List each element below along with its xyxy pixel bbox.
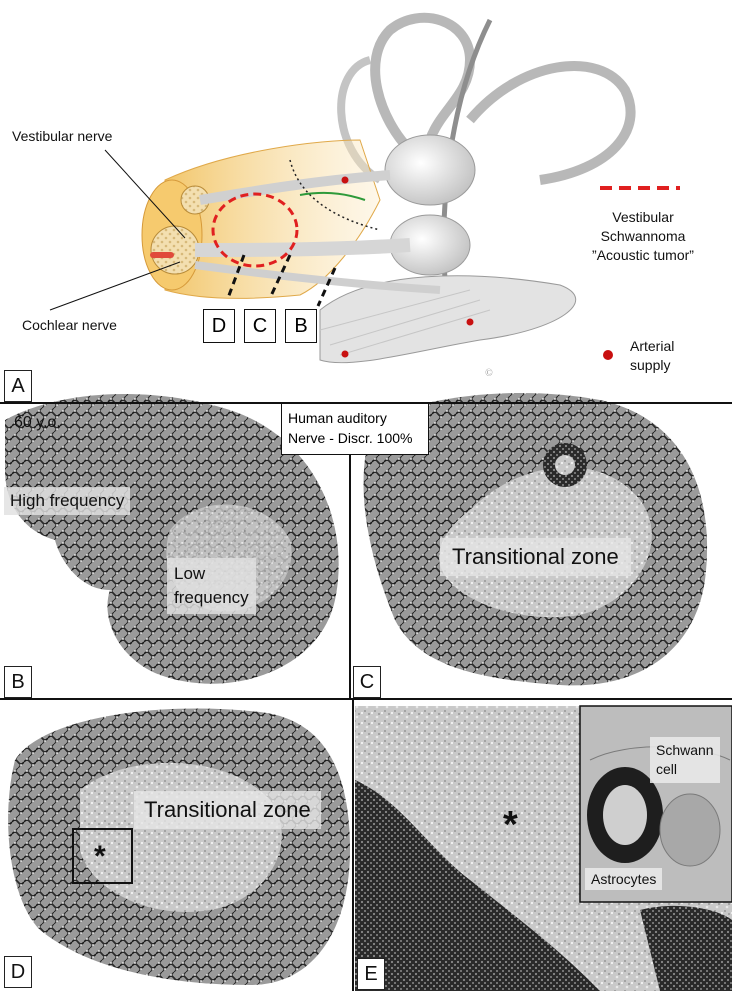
vestibular-nerve-label: Vestibular nerve [12,128,113,144]
tumor-legend-line3: ”Acoustic tumor” [592,247,694,263]
section-box-b: B [285,309,317,343]
zoom-box [72,828,133,884]
age-label: 60 y.o. [14,414,61,431]
panel-c-transitional-zone: Transitional zone [440,538,631,576]
tumor-outline [211,192,299,268]
artist-signature: © [485,368,493,379]
astrocytes-label: Astrocytes [585,868,663,890]
low-frequency-label: Low frequency [167,558,256,614]
section-box-c: C [244,309,276,343]
panel-d-letter: D [4,956,32,988]
tumor-legend-line2: Schwannoma [600,228,686,244]
tumor-legend-line1: Vestibular [612,209,674,225]
divider-bc [349,402,351,700]
arterial-legend-text: Arterial supply [630,337,674,375]
panel-e-asterisk: * [503,804,518,846]
panel-d-asterisk: * [94,840,106,873]
cochlear-nerve-label: Cochlear nerve [22,317,117,333]
divider-middle [0,698,732,700]
low-frequency-line2: frequency [174,588,249,607]
panel-c-letter: C [353,666,381,698]
schwann-cell-label: Schwann cell [650,737,720,783]
panel-a-letter: A [4,370,32,402]
arterial-legend-line2: supply [630,357,671,373]
panel-b-letter: B [4,666,32,698]
tumor-legend-text: Vestibular Schwannoma ”Acoustic tumor” [588,208,698,265]
panel-e-letter: E [357,958,385,990]
vestibular-pointer [104,149,186,239]
high-frequency-label: High frequency [4,487,131,515]
schwann-line2: cell [656,761,678,777]
header-line2: Nerve - Discr. 100% [288,430,413,446]
panel-d-tissue [8,708,351,985]
cochlear-pointer [49,261,181,311]
section-box-d: D [203,309,235,343]
divider-de [352,698,354,991]
arterial-legend-line1: Arterial [630,338,675,354]
low-frequency-line1: Low [174,564,206,583]
inner-ear-illustration [141,12,636,364]
section-lines [226,254,337,307]
arterial-legend-dot [603,350,613,360]
header-line1: Human auditory [288,410,387,426]
header-box: Human auditory Nerve - Discr. 100% [281,403,429,455]
panel-d-transitional-zone: Transitional zone [134,791,321,829]
schwann-line1: Schwann [656,742,714,758]
